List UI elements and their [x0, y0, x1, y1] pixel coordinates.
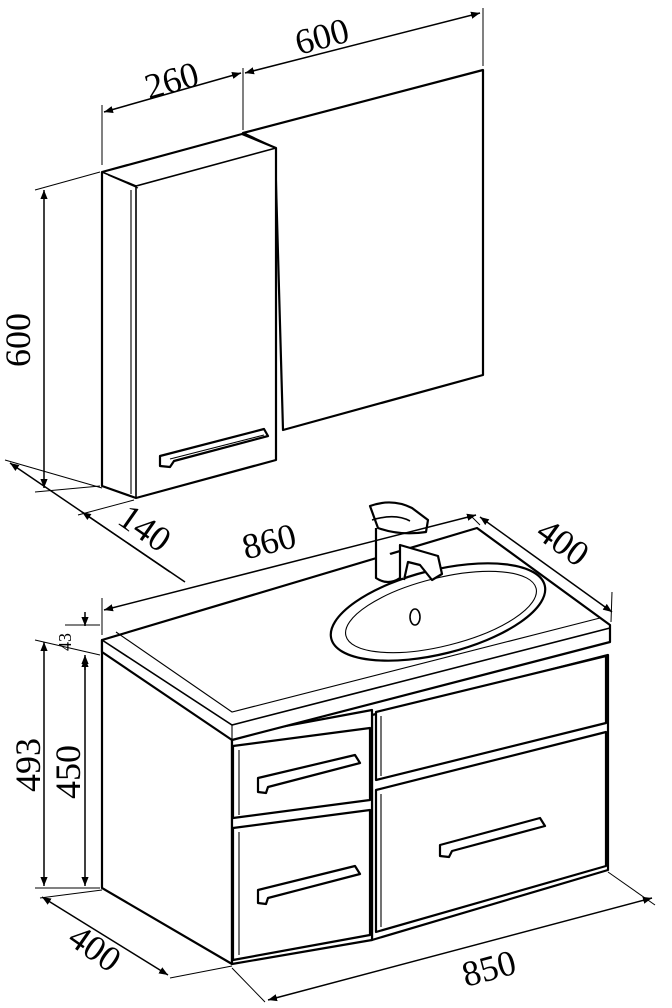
label-493: 493 — [8, 738, 48, 792]
drawer-handle — [256, 753, 362, 795]
label-400-bottom: 400 — [61, 916, 128, 980]
drawer-top-right — [374, 654, 608, 782]
label-43: 43 — [55, 633, 75, 651]
label-860: 860 — [238, 515, 300, 567]
label-400-top: 400 — [529, 510, 596, 574]
label-260: 260 — [140, 54, 203, 107]
label-600-left: 600 — [0, 313, 38, 367]
mirror — [241, 68, 485, 432]
label-140: 140 — [111, 496, 178, 560]
label-450: 450 — [48, 745, 88, 799]
drawer-handle — [438, 816, 547, 859]
label-600-top: 600 — [291, 10, 354, 63]
dimension-lines — [4, 8, 656, 1003]
label-850: 850 — [458, 942, 521, 995]
wall-cabinet — [100, 132, 278, 500]
